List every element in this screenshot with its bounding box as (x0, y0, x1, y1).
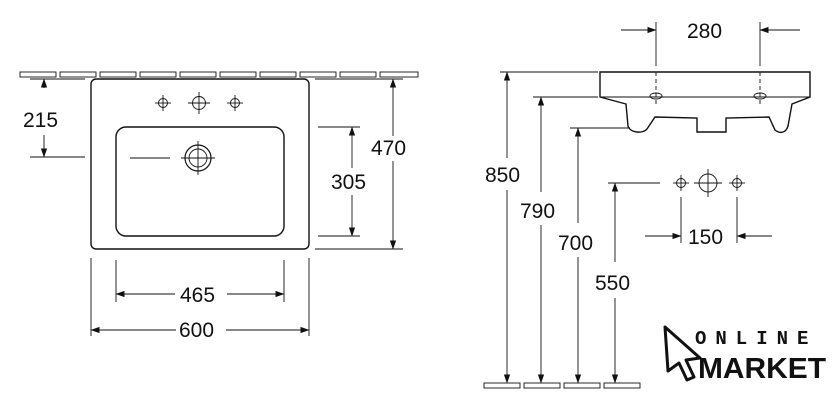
online-market-logo: ONLINE MARKET (663, 325, 826, 385)
logo-line-1: ONLINE (695, 328, 817, 350)
floor-tiles (483, 382, 641, 389)
tap-hole-side-right-icon (728, 174, 746, 192)
tap-hole-side-center-icon (694, 169, 722, 197)
logo-line-2: MARKET (698, 353, 826, 385)
dim-470: 470 (371, 137, 406, 160)
dim-215: 215 (23, 109, 58, 132)
dim-790: 790 (520, 200, 555, 223)
dim-465: 465 (180, 284, 215, 307)
dim-280: 280 (687, 20, 722, 43)
tap-hole-side-left-icon (672, 174, 690, 192)
tap-hole-center-icon (188, 92, 210, 114)
front-view: 215 470 305 465 600 (19, 71, 419, 342)
dim-600: 600 (179, 319, 214, 342)
dim-150: 150 (688, 226, 723, 249)
dim-700: 700 (558, 232, 593, 255)
cursor-arrow-icon (663, 325, 702, 382)
dim-850: 850 (485, 164, 520, 187)
drain-icon (181, 141, 215, 175)
wall-tiles (19, 71, 419, 78)
dim-550: 550 (595, 272, 630, 295)
basin-profile (599, 71, 811, 134)
dim-305: 305 (331, 171, 366, 194)
basin-bowl (115, 126, 285, 237)
side-view: 280 150 850 790 700 550 (483, 20, 811, 389)
